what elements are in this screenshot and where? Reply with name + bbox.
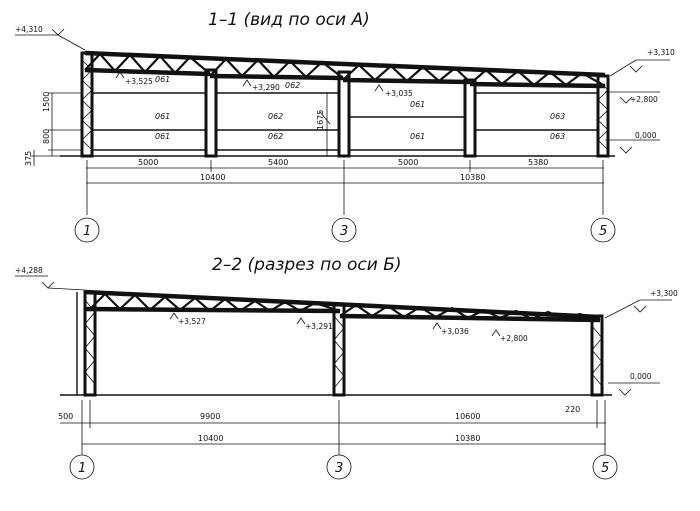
dim-label: 10400 <box>198 434 223 443</box>
dim-label: 800 <box>42 129 51 144</box>
dim-label: 5000 <box>138 158 158 167</box>
axis-label: 5 <box>601 461 609 476</box>
level-label: +4,310 <box>15 25 43 34</box>
under-truss-levels-view1: +3,525 +3,290 +3,035 <box>115 71 413 98</box>
level-label: +2,800 <box>630 95 658 104</box>
axis-markers-view2: 1 3 5 <box>69 454 618 480</box>
view-1-1: 1–1 (вид по оси А) +4,310 +3,310 +2,800 … <box>15 10 675 243</box>
truss-webs-view2 <box>89 292 601 322</box>
level-label: +3,300 <box>650 289 678 298</box>
level-marker-right-mid: +2,800 <box>605 91 660 104</box>
truss-webs-view1 <box>84 52 606 87</box>
dim-label: 220 <box>565 405 580 414</box>
member-label: 063 <box>550 132 565 141</box>
member-label: 061 <box>155 112 170 121</box>
level-label: +3,291 <box>305 322 333 331</box>
dim-label: 10380 <box>460 173 485 182</box>
dim-label: 5380 <box>528 158 548 167</box>
level-marker-ground-2: 0,000 <box>608 372 660 396</box>
level-marker-top-left-2: +4,288 <box>15 266 86 291</box>
dim-label: 500 <box>58 412 73 421</box>
dim-label: 10380 <box>455 434 480 443</box>
member-label: 061 <box>410 100 425 109</box>
level-label: +3,290 <box>252 83 280 92</box>
member-label: 061 <box>155 132 170 141</box>
dim-label: 5000 <box>398 158 418 167</box>
level-label: +2,800 <box>500 334 528 343</box>
girts-view1 <box>92 92 598 151</box>
horizontal-dims-view2: 500 9900 10600 220 10400 10380 <box>58 400 606 455</box>
level-marker-right-top: +3,310 <box>609 48 675 77</box>
axis-label: 1 <box>78 461 86 476</box>
level-marker-top-left: +4,310 <box>15 25 86 51</box>
member-label: 063 <box>550 112 565 121</box>
level-label: 0,000 <box>635 131 657 140</box>
dim-label: 1675 <box>316 110 325 130</box>
level-marker-ground: 0,000 <box>605 131 660 154</box>
dim-label: 5400 <box>268 158 288 167</box>
dim-label: 9900 <box>200 412 220 421</box>
horizontal-dims-view1: 5000 5400 5000 5380 10400 10380 <box>86 158 604 215</box>
view-2-2: 2–2 (разрез по оси Б) +4,288 +3,300 0,00… <box>15 255 678 480</box>
member-label: 062 <box>268 132 283 141</box>
vertical-dims-view1: 1500 800 375 1675 <box>24 92 331 166</box>
level-label: +3,036 <box>441 327 469 336</box>
level-label: +4,288 <box>15 266 43 275</box>
member-labels-view1: 061 061 061 062 062 062 061 061 063 063 <box>155 75 565 141</box>
axis-label: 5 <box>599 224 607 239</box>
level-label: +3,035 <box>385 89 413 98</box>
member-label: 061 <box>410 132 425 141</box>
under-truss-levels-view2: +3,527 +3,291 +3,036 +2,800 <box>169 312 528 343</box>
axis-markers-view1: 1 3 5 <box>74 217 616 243</box>
level-marker-right-top-2: +3,300 <box>604 289 678 319</box>
dim-label: 375 <box>24 151 33 166</box>
member-label: 062 <box>268 112 283 121</box>
axis-label: 1 <box>83 224 91 239</box>
member-label: 062 <box>285 81 300 90</box>
member-label: 061 <box>155 75 170 84</box>
axis-label: 3 <box>335 461 343 476</box>
view1-title: 1–1 (вид по оси А) <box>208 10 370 30</box>
level-label: +3,525 <box>125 77 153 86</box>
axis-label: 3 <box>340 224 348 239</box>
dim-label: 10600 <box>455 412 480 421</box>
level-label: +3,527 <box>178 317 206 326</box>
view2-title: 2–2 (разрез по оси Б) <box>212 255 402 275</box>
dim-label: 1500 <box>42 92 51 112</box>
dim-label: 10400 <box>200 173 225 182</box>
level-label: 0,000 <box>630 372 652 381</box>
level-label: +3,310 <box>647 48 675 57</box>
